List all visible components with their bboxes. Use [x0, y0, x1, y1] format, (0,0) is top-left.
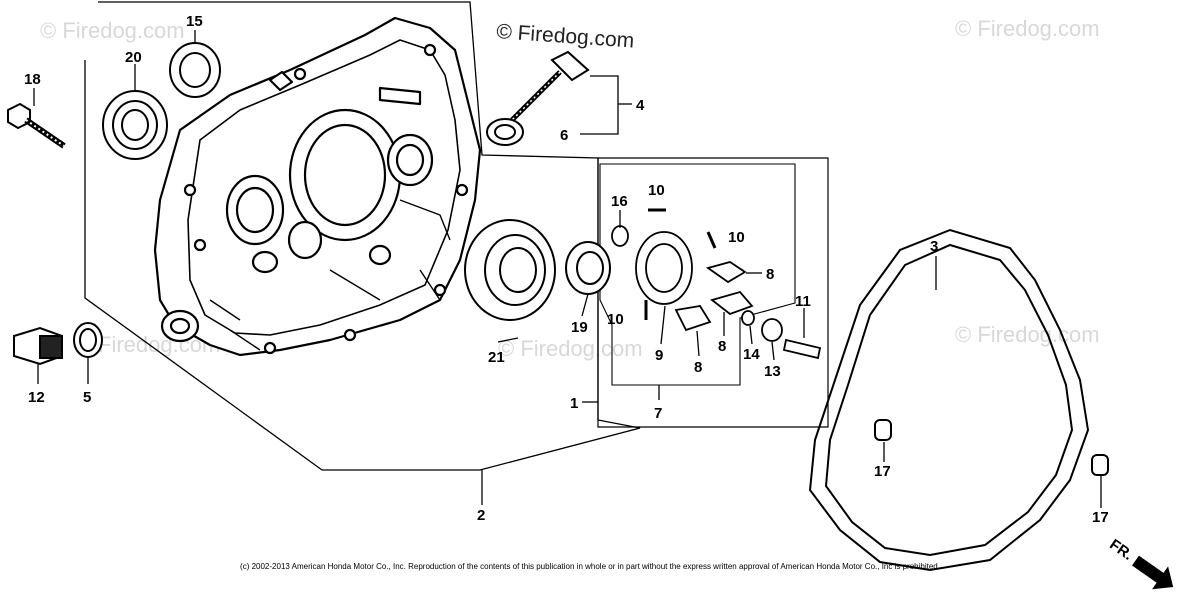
bolt-18	[7, 102, 66, 149]
callout-8-a: 8	[766, 266, 774, 283]
callout-12: 12	[28, 389, 45, 406]
group-outline-oil-pump	[597, 157, 829, 428]
group-outline-gear	[599, 163, 796, 386]
callout-10-b: 10	[728, 229, 745, 246]
bearing-21	[464, 219, 556, 321]
callout-6: 6	[560, 127, 568, 144]
dipstick-4	[510, 50, 590, 122]
pin-10-b	[706, 231, 717, 249]
callout-18: 18	[24, 71, 41, 88]
callout-17-b: 17	[1092, 509, 1109, 526]
leader-lines	[33, 30, 1102, 508]
callout-11: 11	[795, 293, 811, 310]
callout-10-a: 10	[648, 182, 665, 199]
callout-10-c: 10	[607, 311, 624, 328]
washer-16	[611, 225, 629, 247]
callout-4: 4	[636, 97, 645, 114]
group-outline-cover	[84, 1, 641, 471]
oil-pump-parts	[611, 208, 822, 360]
callout-15: 15	[186, 13, 203, 30]
o-ring-6	[486, 118, 524, 146]
watermark-center: © Firedog.com	[498, 336, 643, 361]
callout-1: 1	[570, 395, 578, 412]
callout-2: 2	[477, 507, 485, 524]
weight-8-c	[674, 305, 712, 332]
callout-20: 20	[125, 49, 142, 66]
callout-8-b: 8	[718, 338, 726, 355]
callout-17-a: 17	[874, 463, 891, 480]
bearing-19	[565, 241, 611, 295]
washer-5	[73, 322, 103, 358]
watermark-mid-right: © Firedog.com	[955, 322, 1100, 347]
callout-14: 14	[743, 346, 760, 363]
lever-8-b	[710, 290, 754, 316]
callout-5: 5	[83, 389, 91, 406]
oil-seal-15	[169, 42, 221, 98]
dowel-pins-17	[874, 419, 1109, 476]
callout-7: 7	[654, 405, 662, 422]
callout-19: 19	[571, 319, 588, 336]
bearing-20	[102, 90, 168, 160]
front-label: FR.	[1106, 536, 1136, 564]
callout-8-c: 8	[694, 359, 702, 376]
washer-13	[761, 318, 783, 342]
watermark-top-right: © Firedog.com	[955, 16, 1100, 41]
clip-14	[741, 310, 755, 326]
watermark-top-left: © Firedog.com	[40, 18, 185, 43]
callout-13: 13	[764, 363, 781, 380]
lever-8-a	[705, 261, 747, 284]
gasket-3	[808, 228, 1090, 572]
copyright-notice: (c) 2002-2013 American Honda Motor Co., …	[240, 562, 940, 571]
drain-plug-12	[13, 326, 63, 366]
watermark-top-center: © Firedog.com	[496, 20, 635, 53]
crankcase-cover-illustration	[153, 16, 482, 357]
callout-16: 16	[611, 193, 628, 210]
callout-9: 9	[655, 347, 663, 364]
front-arrow-icon	[1132, 555, 1174, 590]
shaft-11	[782, 338, 822, 360]
callout-21: 21	[488, 349, 505, 366]
callout-3: 3	[930, 238, 938, 255]
gear-9	[635, 231, 693, 305]
